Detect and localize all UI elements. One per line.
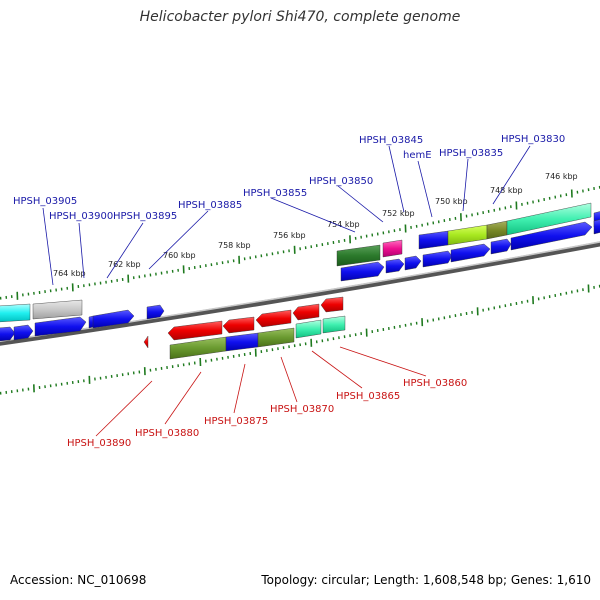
gene-red[interactable]	[222, 316, 255, 334]
leader-hemE	[417, 160, 433, 218]
scale-label-746: 746 kbp	[545, 172, 578, 181]
gene-label-HPSH_03870[interactable]: HPSH_03870	[270, 404, 334, 415]
scale-tick-track-outer	[0, 185, 600, 300]
gene-red[interactable]	[167, 320, 223, 341]
leader-HPSH_03885	[148, 210, 209, 270]
leader-HPSH_03850	[337, 185, 384, 223]
leader-HPSH_03890	[95, 380, 153, 437]
leader-HPSH_03900	[78, 222, 85, 279]
gene-blue-hemE[interactable]	[418, 230, 449, 250]
leader-HPSH_03905	[42, 207, 54, 286]
leader-HPSH_03830	[492, 145, 531, 205]
map-title: Helicobacter pylori Shi470, complete gen…	[139, 9, 461, 25]
gene-red-small[interactable]	[143, 335, 149, 349]
reverse-genes-lower	[169, 315, 346, 360]
gene-label-HPSH_03900[interactable]: HPSH_03900	[49, 211, 113, 222]
gene-blue[interactable]	[34, 316, 87, 337]
gene-label-HPSH_03895[interactable]: HPSH_03895	[113, 211, 177, 222]
gene-blue[interactable]	[340, 261, 385, 282]
scale-label-764: 764 kbp	[53, 269, 86, 278]
gene-label-HPSH_03860[interactable]: HPSH_03860	[403, 378, 467, 389]
gene-label-HPSH_03830[interactable]: HPSH_03830	[501, 134, 565, 145]
gene-blue[interactable]	[0, 326, 16, 342]
gene-label-HPSH_03880[interactable]: HPSH_03880	[135, 428, 199, 439]
scale-label-756: 756 kbp	[273, 231, 306, 240]
accession-label: Accession: NC_010698	[10, 573, 147, 587]
gene-label-HPSH_03890[interactable]: HPSH_03890	[67, 438, 131, 449]
gene-magenta[interactable]	[382, 239, 403, 258]
gene-gray[interactable]	[32, 299, 83, 320]
gene-cyan[interactable]	[0, 303, 31, 323]
leader-HPSH_03875	[233, 363, 246, 414]
gene-seagreen[interactable]	[322, 315, 346, 334]
gene-label-HPSH_03905[interactable]: HPSH_03905	[13, 196, 77, 207]
gene-blue[interactable]	[146, 304, 165, 320]
gene-blue[interactable]	[422, 250, 453, 268]
gene-label-HPSH_03845[interactable]: HPSH_03845	[359, 135, 423, 146]
forward-genes-inner	[0, 219, 600, 342]
gene-blue[interactable]	[13, 324, 34, 341]
gene-seagreen[interactable]	[506, 202, 592, 236]
gene-blue[interactable]	[92, 309, 135, 329]
gene-olive[interactable]	[257, 327, 295, 348]
gene-red[interactable]	[320, 296, 344, 313]
leader-HPSH_03870	[280, 356, 298, 403]
gene-red[interactable]	[255, 309, 292, 328]
genome-summary: Topology: circular; Length: 1,608,548 bp…	[261, 573, 591, 587]
gene-blue[interactable]	[404, 255, 422, 271]
gene-blue[interactable]	[225, 332, 259, 352]
gene-blue[interactable]	[593, 219, 600, 235]
leader-HPSH_03855	[270, 197, 356, 233]
reverse-label-leaders	[95, 346, 427, 437]
gene-olive[interactable]	[486, 220, 508, 240]
leader-HPSH_03880	[164, 371, 202, 425]
gene-label-HPSH_03855[interactable]: HPSH_03855	[243, 188, 307, 199]
leader-HPSH_03895	[106, 222, 144, 279]
scale-label-748: 748 kbp	[490, 186, 523, 195]
scale-label-754: 754 kbp	[327, 220, 360, 229]
scale-label-762: 762 kbp	[108, 260, 141, 269]
gene-blue[interactable]	[490, 238, 512, 255]
gene-label-HPSH_03885[interactable]: HPSH_03885	[178, 200, 242, 211]
scale-label-750: 750 kbp	[435, 197, 468, 206]
forward-genes-outer	[0, 202, 600, 323]
gene-blue[interactable]	[450, 243, 491, 263]
gene-blue[interactable]	[385, 258, 405, 274]
leader-HPSH_03835	[462, 158, 469, 212]
gene-label-HPSH_03875[interactable]: HPSH_03875	[204, 416, 268, 427]
gene-olive[interactable]	[169, 336, 227, 360]
leader-HPSH_03860	[339, 346, 427, 377]
gene-seagreen[interactable]	[295, 319, 322, 339]
forward-label-leaders	[42, 145, 531, 286]
gene-red[interactable]	[292, 303, 320, 321]
gene-label-HPSH_03850[interactable]: HPSH_03850	[309, 176, 373, 187]
gene-label-hemE[interactable]: hemE	[403, 150, 432, 161]
reverse-genes-upper	[143, 296, 344, 349]
scale-label-758: 758 kbp	[218, 241, 251, 250]
leader-HPSH_03865	[311, 350, 363, 389]
gene-blue[interactable]	[510, 221, 593, 251]
leader-HPSH_03845	[388, 145, 405, 213]
gene-lime[interactable]	[447, 224, 488, 246]
scale-label-752: 752 kbp	[382, 209, 415, 218]
genome-backbone	[0, 241, 600, 346]
scale-label-760: 760 kbp	[163, 251, 196, 260]
scale-tick-track-inner	[0, 284, 600, 395]
gene-dark-green[interactable]	[336, 244, 381, 267]
gene-label-HPSH_03835[interactable]: HPSH_03835	[439, 148, 503, 159]
gene-label-HPSH_03865[interactable]: HPSH_03865	[336, 391, 400, 402]
